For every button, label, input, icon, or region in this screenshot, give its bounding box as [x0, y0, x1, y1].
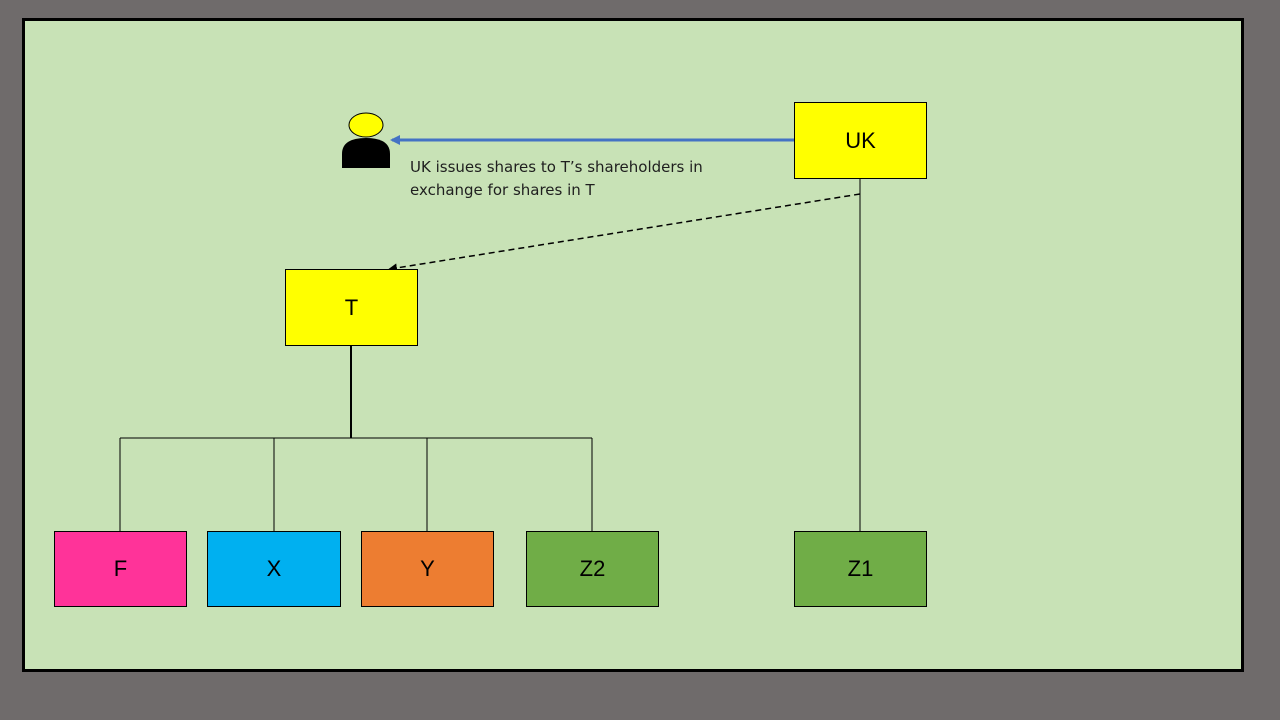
- share-exchange-annotation: UK issues shares to T’s shareholders in …: [410, 158, 703, 199]
- node-uk: UK: [794, 102, 927, 179]
- node-f: F: [54, 531, 187, 607]
- node-y: Y: [361, 531, 494, 607]
- acquisition-dashed-arrow: [388, 193, 861, 273]
- node-t: T: [285, 269, 418, 346]
- node-z1: Z1: [794, 531, 927, 607]
- person-icon: [342, 112, 390, 168]
- node-x: X: [207, 531, 341, 607]
- node-z2: Z2: [526, 531, 659, 607]
